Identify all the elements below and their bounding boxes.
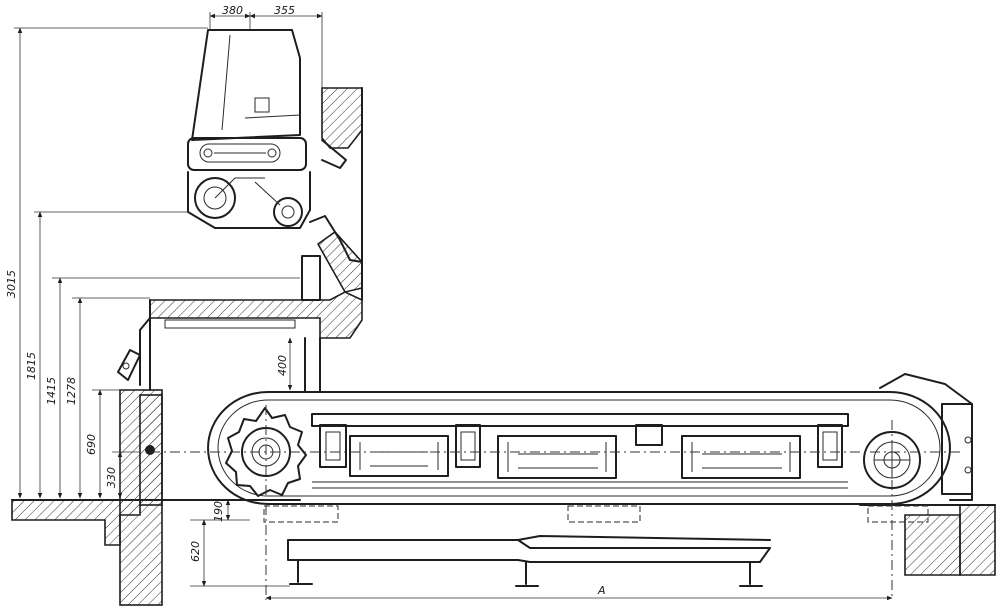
dim-190: 190 xyxy=(212,501,225,522)
dim-400: 400 xyxy=(276,355,289,376)
foundation-left xyxy=(11,389,301,606)
crossmember-brackets xyxy=(319,424,843,468)
support-skids xyxy=(287,535,771,587)
conveyor-belt xyxy=(207,391,951,505)
dim-620: 620 xyxy=(189,541,202,562)
dim-355: 355 xyxy=(274,4,295,17)
dim-690: 690 xyxy=(85,434,98,455)
foundation-right xyxy=(859,504,996,576)
tension-housing xyxy=(879,373,973,501)
center-lines xyxy=(150,405,960,600)
dimension-lines xyxy=(14,12,893,601)
dim-1278: 1278 xyxy=(65,377,78,405)
slat-carriers xyxy=(349,435,801,479)
dim-3015: 3015 xyxy=(5,270,18,298)
transfer-chute xyxy=(117,255,363,393)
return-slats xyxy=(263,505,929,523)
dim-a: A xyxy=(597,584,606,597)
dim-330: 330 xyxy=(105,467,118,488)
dim-380: 380 xyxy=(222,4,243,17)
loader-machine xyxy=(187,29,363,301)
dim-1415: 1415 xyxy=(45,377,58,405)
dim-1815: 1815 xyxy=(25,352,38,380)
